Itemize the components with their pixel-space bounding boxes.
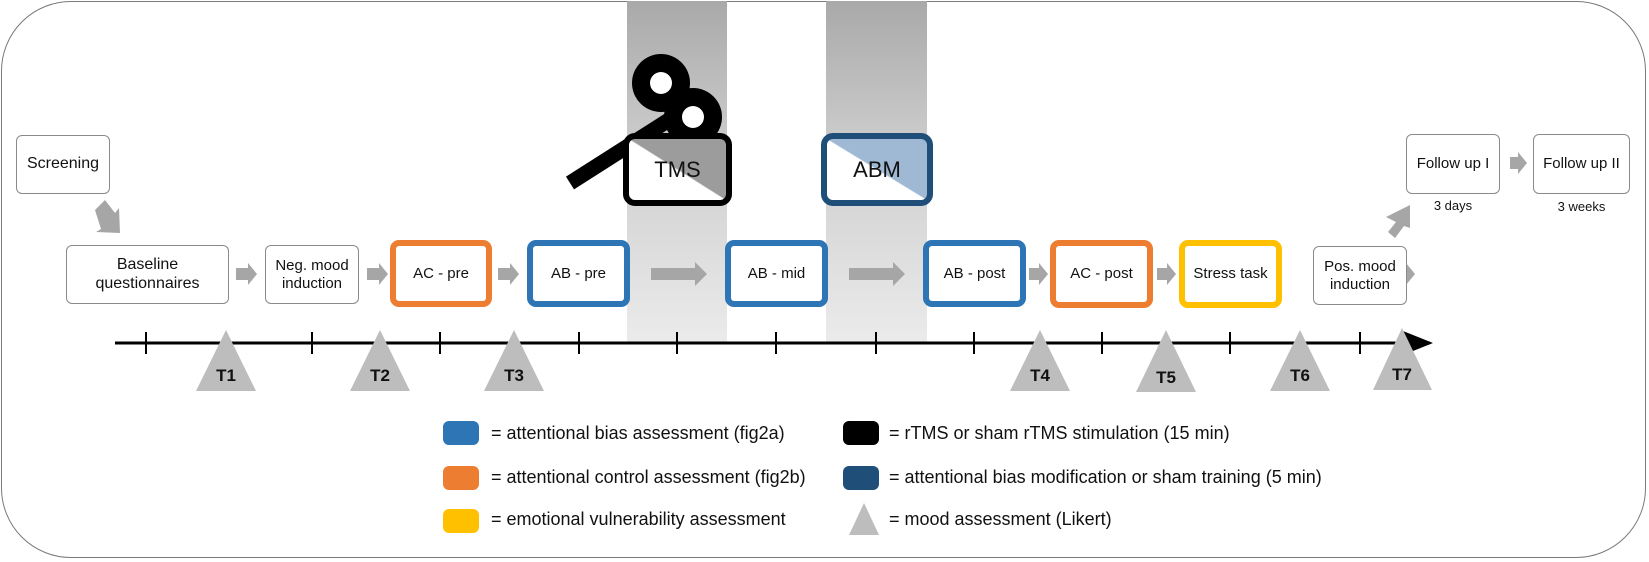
mood-triangle-t3 [484,330,544,391]
flow-arrow-followup [1510,152,1527,174]
screening-label: Screening [26,155,100,173]
screening-box: Screening [16,135,110,194]
flow-arrow-6 [1029,263,1048,285]
follow-up-2-label: Follow up II [1543,155,1620,173]
timepoint-t1: T1 [216,366,236,385]
legend-swatch-emotional-vulnerability [443,509,479,533]
tms-label: TMS [654,156,701,182]
baseline-questionnaires-box: Baseline questionnaires [66,245,229,304]
ab-pre-box: AB - pre [527,240,630,307]
timepoint-t3: T3 [504,366,524,385]
pos-mood-induction-box: Pos. mood induction [1313,246,1407,305]
tms-box: TMS [623,133,732,206]
legend-swatch-attentional-control [443,466,479,490]
flow-arrow-7 [1157,263,1176,285]
timepoint-t5: T5 [1156,368,1176,387]
ab-post-box: AB - post [923,240,1026,307]
flow-arrow-1 [236,263,257,285]
legend-triangle-icon [849,503,879,535]
timepoint-t7: T7 [1392,365,1412,384]
legend-swatch-abm [843,466,879,490]
ab-pre-label: AB - pre [550,264,607,282]
mood-triangle-t5 [1136,330,1196,392]
stress-task-box: Stress task [1179,240,1282,308]
follow-up-1-time: 3 days [1433,198,1473,213]
legend-text-rtms: = rTMS or sham rTMS stimulation (15 min) [889,423,1230,443]
ac-post-label: AC - post [1070,265,1133,283]
flow-arrow-to-followup [1386,205,1410,238]
legend-text-emotional-vulnerability: = emotional vulnerability assessment [491,509,786,529]
timeline-ticks [145,332,1361,354]
mood-triangle-t4 [1010,330,1070,391]
timepoint-t6: T6 [1290,366,1310,385]
flow-arrow-4 [651,262,707,286]
ac-post-box: AC - post [1050,240,1153,308]
mood-triangle-t6 [1270,330,1330,391]
stress-task-label: Stress task [1193,265,1268,283]
mood-triangle-t1 [196,330,256,391]
flow-arrow-screening-baseline [95,200,120,233]
abm-label: ABM [853,156,901,182]
legend-swatch-rtms [843,421,879,445]
flow-arrow-3 [498,263,519,285]
mood-triangle-t7 [1373,328,1432,390]
legend-swatch-attentional-bias [443,421,479,445]
timepoint-t4: T4 [1030,366,1050,385]
legend-text-mood: = mood assessment (Likert) [889,509,1112,529]
tms-coil-icon [565,54,722,190]
mood-triangle-t2 [350,330,410,391]
neg-mood-label: Neg. mood induction [275,256,349,292]
ac-pre-label: AC - pre [413,264,469,282]
baseline-label: Baseline questionnaires [95,255,200,292]
pos-mood-label: Pos. mood induction [1324,257,1396,293]
ab-mid-box: AB - mid [725,240,828,307]
follow-up-1-box: Follow up I [1406,134,1500,194]
legend-text-attentional-bias: = attentional bias assessment (fig2a) [491,423,785,443]
legend-text-attentional-control: = attentional control assessment (fig2b) [491,467,806,487]
follow-up-1-label: Follow up I [1416,155,1490,173]
ac-pre-box: AC - pre [390,240,492,307]
flow-arrow-2 [367,263,388,285]
follow-up-2-time: 3 weeks [1557,199,1606,214]
abm-box: ABM [821,133,933,206]
legend-text-abm: = attentional bias modification or sham … [889,467,1322,487]
ab-post-label: AB - post [943,264,1006,282]
ab-mid-label: AB - mid [747,264,806,282]
neg-mood-induction-box: Neg. mood induction [265,245,359,304]
follow-up-2-box: Follow up II [1533,134,1630,194]
flow-arrow-5 [849,262,905,286]
timepoint-t2: T2 [370,366,390,385]
